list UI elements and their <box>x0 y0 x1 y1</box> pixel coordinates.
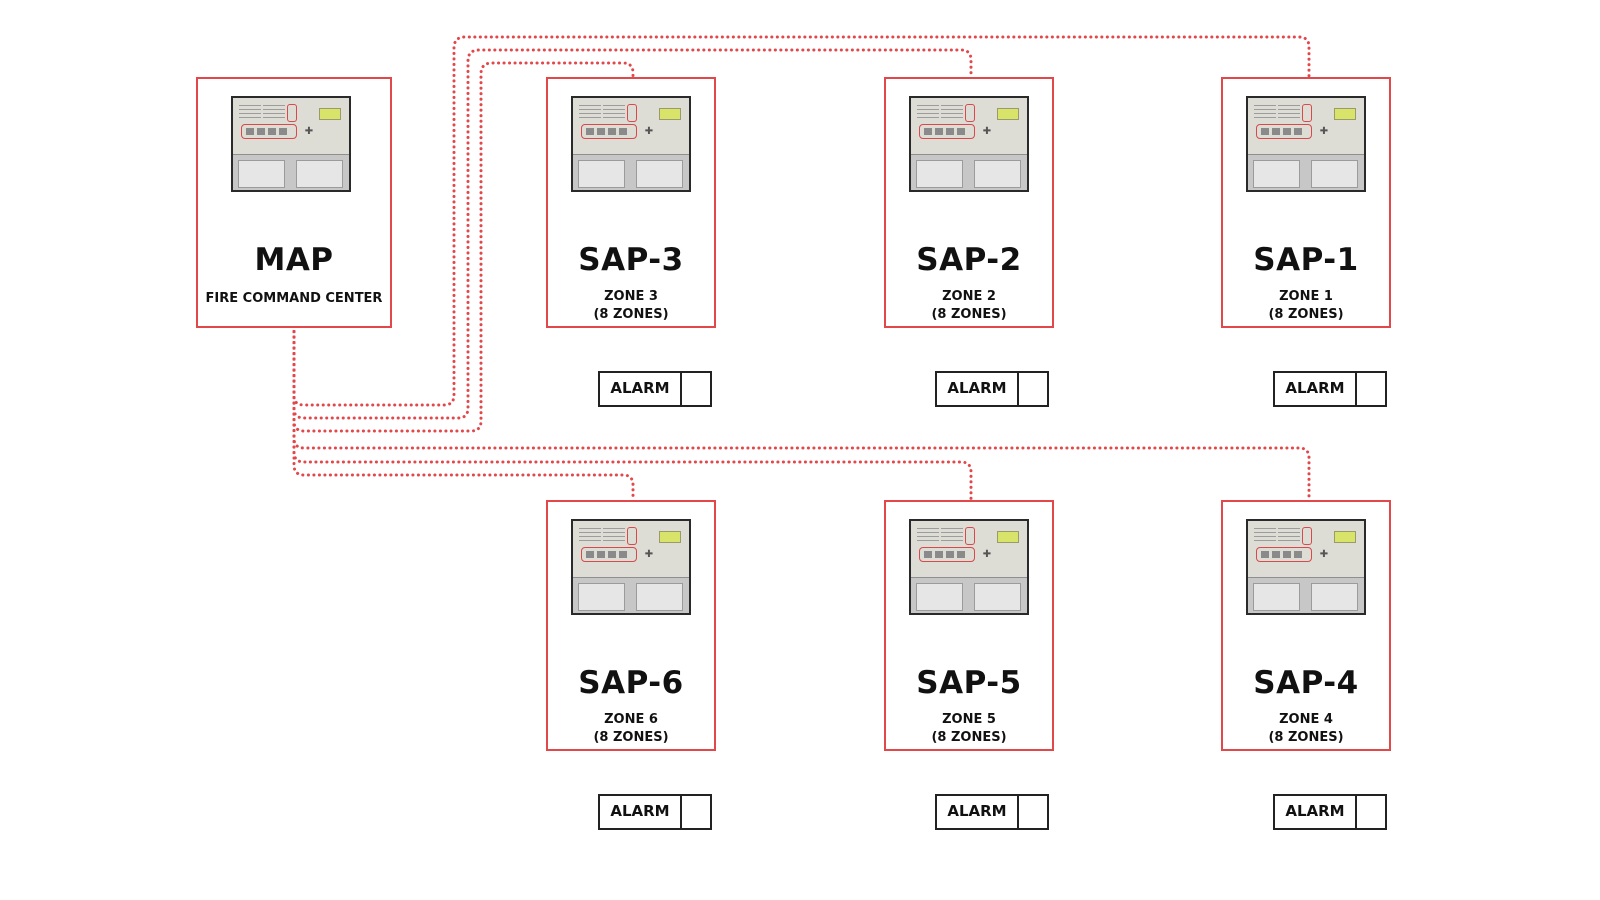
sap-5-node[interactable]: ✚ SAP-5 ZONE 5 (8 ZONES) <box>884 500 1054 751</box>
sap-6-node[interactable]: ✚ SAP-6 ZONE 6 (8 ZONES) <box>546 500 716 751</box>
sap-zones-count: (8 ZONES) <box>1268 730 1344 745</box>
sap-zones-count: (8 ZONES) <box>593 307 669 322</box>
fire-alarm-panel-icon: ✚ <box>909 96 1029 192</box>
sap-title: SAP-2 <box>916 242 1022 278</box>
sap-zone: ZONE 4 <box>1279 712 1333 727</box>
alarm-status-box[interactable] <box>1357 796 1385 828</box>
alarm-status-box[interactable] <box>682 796 710 828</box>
fire-alarm-panel-icon: ✚ <box>231 96 351 192</box>
sap-zones-count: (8 ZONES) <box>931 730 1007 745</box>
sap-2-alarm-indicator[interactable]: ALARM <box>935 371 1049 407</box>
alarm-status-box[interactable] <box>1019 796 1047 828</box>
map-subtitle: FIRE COMMAND CENTER <box>205 291 383 306</box>
sap-zone: ZONE 5 <box>942 712 996 727</box>
sap-zones-count: (8 ZONES) <box>1268 307 1344 322</box>
sap-title: SAP-1 <box>1253 242 1359 278</box>
alarm-status-box[interactable] <box>682 373 710 405</box>
sap-zone: ZONE 6 <box>604 712 658 727</box>
alarm-label: ALARM <box>600 796 682 828</box>
alarm-label: ALARM <box>600 373 682 405</box>
sap-title: SAP-5 <box>916 665 1022 701</box>
alarm-label: ALARM <box>1275 373 1357 405</box>
sap-1-node[interactable]: ✚ SAP-1 ZONE 1 (8 ZONES) <box>1221 77 1391 328</box>
sap-5-alarm-indicator[interactable]: ALARM <box>935 794 1049 830</box>
alarm-label: ALARM <box>937 373 1019 405</box>
map-title: MAP <box>254 242 334 278</box>
alarm-label: ALARM <box>937 796 1019 828</box>
sap-title: SAP-6 <box>578 665 684 701</box>
wire-map-to-sap-6 <box>292 324 635 502</box>
wire-map-to-sap-3 <box>292 61 635 433</box>
sap-zones-count: (8 ZONES) <box>931 307 1007 322</box>
sap-3-alarm-indicator[interactable]: ALARM <box>598 371 712 407</box>
sap-title: SAP-4 <box>1253 665 1359 701</box>
alarm-status-box[interactable] <box>1357 373 1385 405</box>
sap-4-node[interactable]: ✚ SAP-4 ZONE 4 (8 ZONES) <box>1221 500 1391 751</box>
wire-group <box>292 35 1311 502</box>
sap-4-alarm-indicator[interactable]: ALARM <box>1273 794 1387 830</box>
fire-alarm-panel-icon: ✚ <box>1246 96 1366 192</box>
sap-title: SAP-3 <box>578 242 684 278</box>
fire-alarm-panel-icon: ✚ <box>1246 519 1366 615</box>
sap-zone: ZONE 1 <box>1279 289 1333 304</box>
alarm-label: ALARM <box>1275 796 1357 828</box>
fire-alarm-panel-icon: ✚ <box>909 519 1029 615</box>
sap-3-node[interactable]: ✚ SAP-3 ZONE 3 (8 ZONES) <box>546 77 716 328</box>
sap-1-alarm-indicator[interactable]: ALARM <box>1273 371 1387 407</box>
alarm-status-box[interactable] <box>1019 373 1047 405</box>
fire-alarm-panel-icon: ✚ <box>571 519 691 615</box>
map-node[interactable]: ✚ MAP FIRE COMMAND CENTER <box>196 77 392 328</box>
fire-alarm-panel-icon: ✚ <box>571 96 691 192</box>
sap-2-node[interactable]: ✚ SAP-2 ZONE 2 (8 ZONES) <box>884 77 1054 328</box>
sap-zones-count: (8 ZONES) <box>593 730 669 745</box>
sap-zone: ZONE 2 <box>942 289 996 304</box>
sap-6-alarm-indicator[interactable]: ALARM <box>598 794 712 830</box>
wire-map-to-sap-1 <box>292 35 1311 407</box>
wire-map-to-sap-2 <box>292 48 973 420</box>
sap-zone: ZONE 3 <box>604 289 658 304</box>
